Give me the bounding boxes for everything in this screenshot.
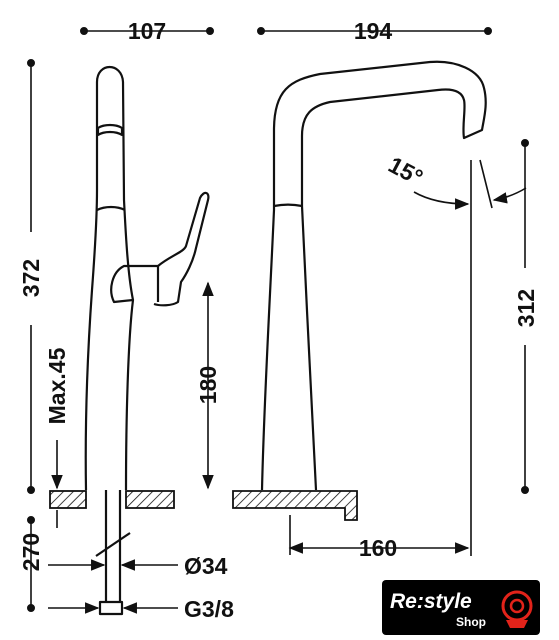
front-body-outline [84,66,135,491]
dim-spout-height: 312 [513,289,539,327]
dim-max-deck: Max.45 [44,347,70,424]
dimension-lines [26,26,529,614]
front-body-seam [96,205,126,212]
logo-brand-text: Re:style [390,590,472,613]
side-body-seam [273,203,303,208]
side-worktop [232,490,358,521]
dim-top-194: 194 [354,18,393,44]
side-body-outline [260,60,487,491]
side-view [260,60,487,491]
front-connector [98,600,124,616]
dim-tail-length: 270 [18,533,44,571]
dim-connection: G3/8 [184,596,234,622]
front-tail-break [95,532,131,557]
front-worktop-left [49,490,87,509]
logo-cart-icon [506,620,528,628]
dim-lever-height: 180 [195,366,221,404]
dim-top-107: 107 [128,18,166,44]
logo-sub-text: Shop [456,615,486,629]
restyle-shop-logo: Re:style Shop [382,580,540,635]
front-worktop-right [125,490,175,509]
front-lever [110,191,210,307]
dim-total-height: 372 [18,259,44,297]
front-view [84,66,210,616]
dim-angle: 15° [384,151,427,190]
dim-base-diameter: Ø34 [184,553,228,579]
dim-reach-from-base: 160 [359,535,397,561]
front-aerator [96,123,124,137]
